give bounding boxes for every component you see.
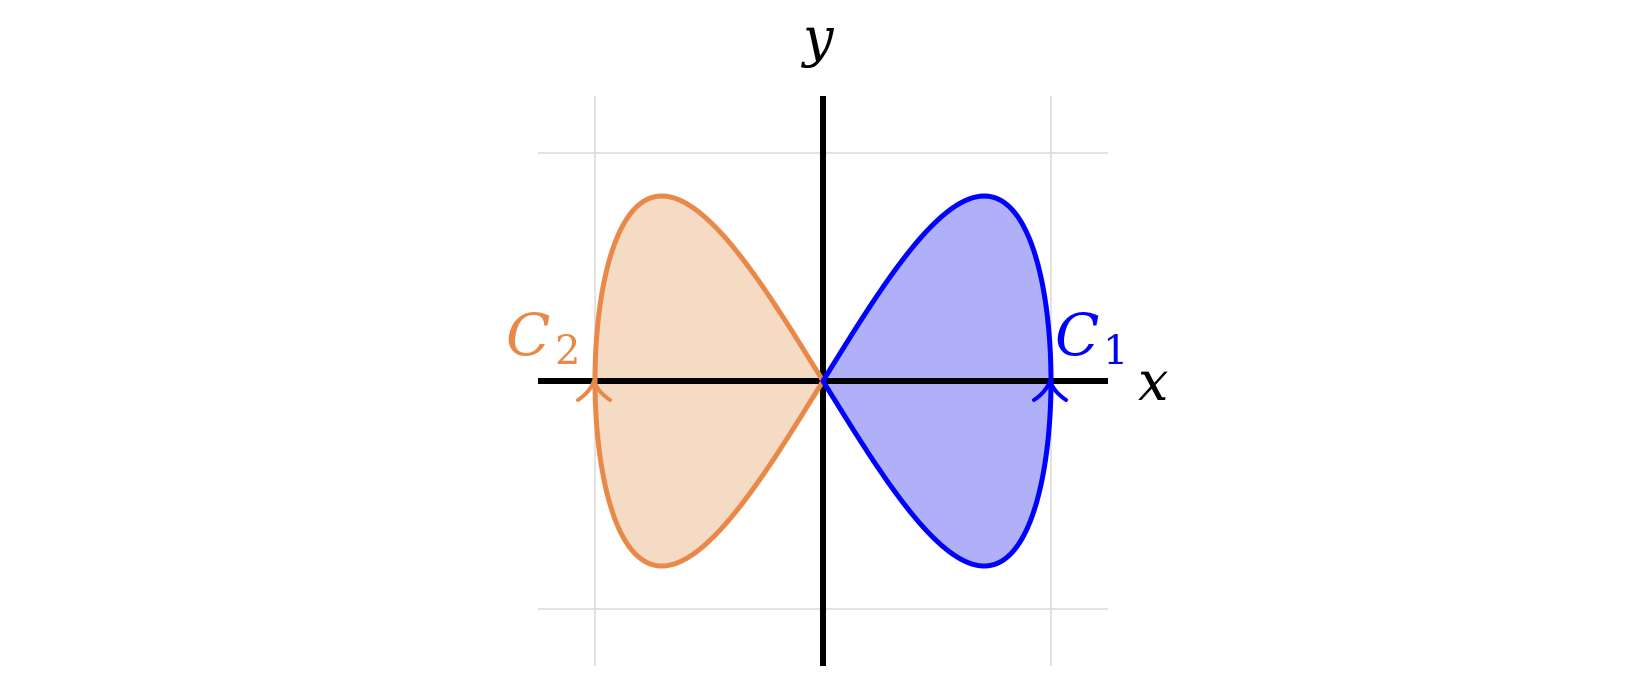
c1-label: C 1 bbox=[1055, 301, 1128, 374]
c2-label-letter: C bbox=[506, 301, 550, 369]
c1-direction-arrow bbox=[1032, 375, 1068, 402]
c1-label-letter: C bbox=[1055, 301, 1099, 369]
c2-label-subscript: 2 bbox=[555, 328, 580, 374]
c1-label-subscript: 1 bbox=[1103, 328, 1128, 374]
c2-label: C 2 bbox=[506, 301, 580, 374]
c2-direction-arrow bbox=[576, 375, 612, 402]
x-axis-label: x bbox=[1138, 350, 1168, 413]
y-axis-label: y bbox=[801, 6, 835, 69]
